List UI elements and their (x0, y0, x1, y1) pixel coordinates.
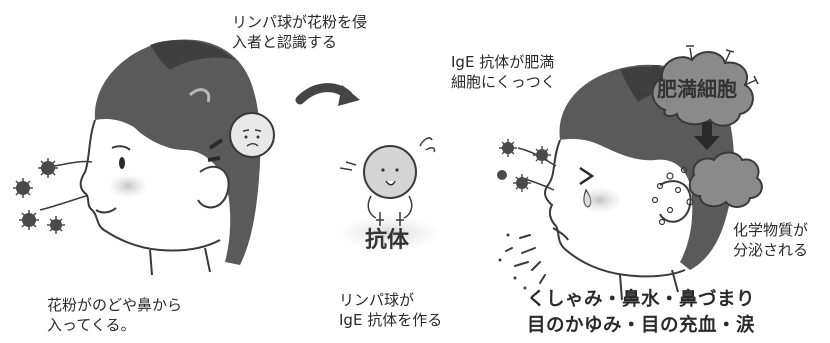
symptoms-line-1: くしゃみ・鼻水・鼻づまり (527, 289, 756, 310)
mast-cell-icon (639, 45, 759, 127)
left-hair (94, 39, 261, 265)
label-antibody: 抗体 (365, 228, 410, 253)
lymphocyte-antibody (338, 137, 442, 251)
left-face (79, 119, 221, 252)
arrow-icon (295, 83, 360, 106)
label-mast-cell: 肥満細胞 (657, 77, 737, 101)
symptoms-line-2: 目のかゆみ・目の充血・涙 (527, 315, 756, 336)
down-arrow-icon (694, 122, 720, 150)
caption-lymph-make: リンパ球が IgE 抗体を作る (339, 291, 443, 330)
caption-chemical-release: 化学物質が 分泌される (733, 221, 809, 260)
chemical-cloud-icon (651, 151, 763, 226)
caption-ige-attach: IgE 抗体が肥満 細胞にくっつく (451, 53, 556, 92)
caption-lymph-recognize: リンパ球が花粉を侵 入者と認識する (232, 13, 368, 52)
lymphocyte-icon (207, 112, 275, 162)
left-person (39, 39, 261, 276)
caption-pollen-enter: 花粉がのどや鼻から 入ってくる。 (47, 296, 183, 335)
